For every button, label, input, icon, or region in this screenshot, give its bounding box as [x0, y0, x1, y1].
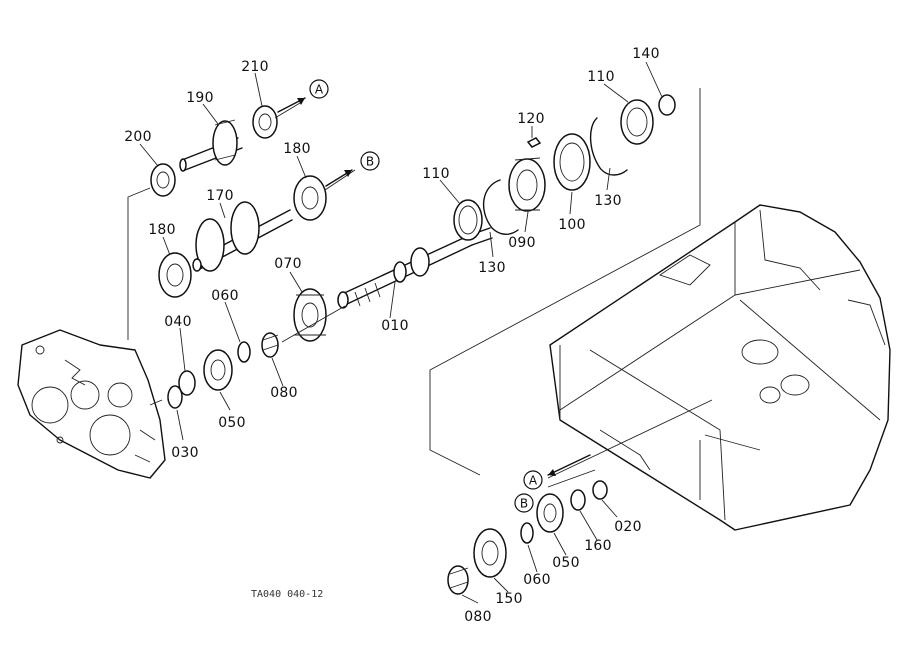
label-080-lower: 080 — [464, 609, 492, 625]
bearing-180-upper — [293, 175, 327, 221]
sleeve-100 — [553, 133, 591, 191]
ref-marker-a-top-text: A — [315, 83, 324, 97]
label-050-upper: 050 — [218, 415, 246, 431]
race-110-right — [620, 99, 654, 145]
gear-150 — [473, 528, 507, 578]
label-130-right: 130 — [594, 193, 622, 209]
key-120 — [526, 137, 542, 148]
bearing-180-lower — [158, 252, 192, 298]
ring-040 — [178, 370, 196, 396]
bearing-050-lower — [536, 493, 564, 533]
ref-marker-b-top-text: B — [366, 155, 374, 169]
label-210: 210 — [241, 59, 269, 75]
label-110-left: 110 — [422, 166, 450, 182]
shaft-170 — [192, 201, 293, 272]
arrow-to-a — [277, 97, 306, 113]
label-040: 040 — [164, 314, 192, 330]
label-150: 150 — [495, 591, 523, 607]
needle-bearing-080-lower — [447, 565, 469, 595]
label-050-lower: 050 — [552, 555, 580, 571]
snap-ring-130-right — [589, 117, 628, 176]
washer-060-upper — [237, 341, 251, 363]
label-030: 030 — [171, 445, 199, 461]
shaft-190 — [179, 119, 243, 172]
label-130-left: 130 — [478, 260, 506, 276]
ring-160 — [570, 489, 586, 511]
label-060-upper: 060 — [211, 288, 239, 304]
label-180-lower: 180 — [148, 222, 176, 238]
arrow-from-a — [547, 454, 591, 476]
washer-060-lower — [520, 522, 534, 544]
label-110-right: 110 — [587, 69, 615, 85]
ring-140 — [658, 94, 676, 116]
label-010: 010 — [381, 318, 409, 334]
race-110-left — [453, 199, 483, 241]
gear-case — [17, 329, 166, 479]
ring-020 — [592, 480, 608, 500]
bearing-210 — [252, 105, 278, 139]
ref-marker-a-top: A — [309, 79, 329, 99]
label-060-lower: 060 — [523, 572, 551, 588]
leader-lines — [139, 61, 663, 604]
snap-ring-030 — [167, 385, 183, 409]
assembly-lines — [127, 88, 713, 488]
needle-bearing-080-upper — [261, 332, 279, 358]
label-170: 170 — [206, 188, 234, 204]
label-070: 070 — [274, 256, 302, 272]
label-120: 120 — [517, 111, 545, 127]
transmission-housing — [549, 204, 891, 531]
label-100: 100 — [558, 217, 586, 233]
ref-marker-b-bottom-text: B — [520, 497, 528, 511]
arrow-to-b — [325, 169, 353, 187]
ref-marker-a-bottom-text: A — [529, 474, 538, 488]
label-090: 090 — [508, 235, 536, 251]
label-140: 140 — [632, 46, 660, 62]
figure-id: TA040 040-12 — [251, 589, 323, 600]
label-160: 160 — [584, 538, 612, 554]
bearing-200 — [150, 163, 176, 197]
snap-ring-130-left — [482, 179, 519, 235]
label-020: 020 — [614, 519, 642, 535]
label-200: 200 — [124, 129, 152, 145]
bearing-050-upper — [203, 349, 233, 391]
part-labels: 210 190 200 180 170 180 140 110 120 110 … — [124, 46, 660, 625]
ref-marker-b-bottom: B — [514, 493, 534, 513]
label-180-upper: 180 — [283, 141, 311, 157]
gear-070 — [293, 288, 327, 342]
ref-marker-a-bottom: A — [523, 470, 543, 490]
label-080-upper: 080 — [270, 385, 298, 401]
ref-marker-b-top: B — [360, 151, 380, 171]
label-190: 190 — [186, 90, 214, 106]
hub-090 — [508, 157, 546, 212]
